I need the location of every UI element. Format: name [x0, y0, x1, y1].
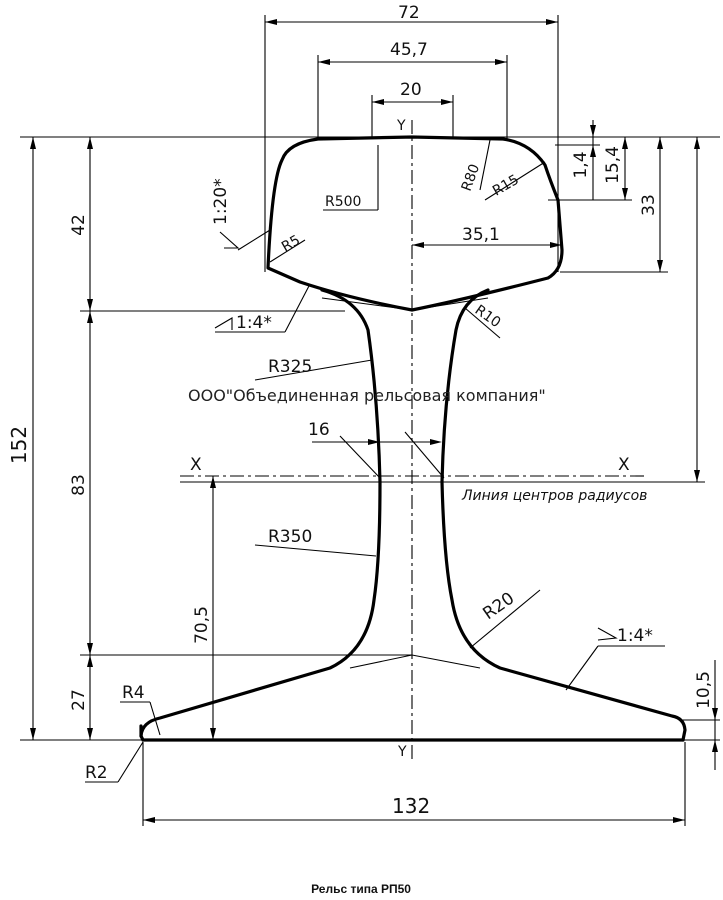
arrow — [87, 299, 93, 311]
dim-14-text: 1,4 — [571, 151, 591, 178]
dim-33-text: 33 — [639, 194, 659, 216]
radius-r2: R2 — [85, 763, 108, 783]
arrow — [694, 137, 700, 149]
arrow — [712, 740, 718, 752]
arrow — [87, 655, 93, 667]
rail-profile-outline — [266, 135, 564, 312]
drawing-caption: Рельс типа РП50 — [311, 882, 411, 896]
axis-x-left-label: X — [190, 455, 202, 475]
slope-head-underside: 1:4* — [236, 313, 272, 333]
arrow — [590, 125, 596, 137]
arrow — [368, 439, 380, 445]
dim-20-text: 20 — [400, 80, 422, 100]
radius-r350: R350 — [268, 527, 312, 547]
company-watermark: ООО"Объединенная рельсовая компания" — [188, 386, 546, 405]
slope-foot-top: 1:4* — [617, 626, 653, 646]
radius-r500: R500 — [325, 194, 361, 210]
arrow — [30, 137, 36, 149]
arrow — [657, 137, 663, 149]
dim-705-text: 70,5 — [192, 606, 212, 644]
arrow — [210, 728, 216, 740]
arrow — [657, 260, 663, 272]
radius-r15: R15 — [490, 172, 522, 200]
arrow — [441, 99, 453, 105]
arrow — [87, 728, 93, 740]
arrow — [318, 59, 330, 65]
arrow — [546, 19, 558, 25]
leader-r5 — [269, 239, 306, 263]
arrow — [712, 708, 718, 720]
radius-r5: R5 — [279, 232, 303, 255]
dim-72-text: 72 — [398, 3, 420, 23]
leader-slope-foot — [565, 645, 599, 691]
arrow — [265, 19, 277, 25]
leader-r2 — [117, 741, 144, 783]
dim-154-text: 15,4 — [603, 146, 623, 184]
note-radius-centers: Линия центров радиусов — [461, 488, 647, 504]
arrow — [372, 99, 384, 105]
axis-x-right-label: X — [618, 455, 630, 475]
axis-y-top-label: Y — [396, 118, 406, 134]
dim-83-text: 83 — [69, 474, 89, 496]
slope-head-side: 1:20* — [211, 178, 231, 225]
slope-foot-symbol — [597, 627, 618, 641]
dim-351-text: 35,1 — [462, 225, 500, 245]
arrow — [622, 137, 628, 149]
slope-underside-symbol — [214, 317, 233, 330]
arrow — [694, 470, 700, 482]
leader-slope-head-side — [237, 229, 271, 251]
arrow — [430, 439, 442, 445]
rail-web-right — [440, 288, 687, 742]
arrow — [495, 59, 507, 65]
slope-head-side-symbol — [219, 231, 240, 249]
dim-457-text: 45,7 — [390, 40, 428, 60]
web-top-chord — [321, 297, 489, 311]
leader-r10 — [464, 307, 501, 339]
dim-152-text: 152 — [7, 426, 31, 464]
arrow — [210, 476, 216, 488]
leader-r80 — [479, 139, 491, 191]
arrow — [87, 643, 93, 655]
leader-16-right — [404, 431, 445, 479]
arrow — [87, 311, 93, 323]
radius-r4: R4 — [122, 683, 145, 703]
leader-r4 — [149, 701, 161, 736]
leader-slope-underside — [284, 283, 311, 333]
foot-top-chord — [349, 654, 481, 669]
dim-27-text: 27 — [69, 689, 89, 711]
rail-web-left — [139, 288, 382, 742]
dim-16-text: 16 — [308, 420, 330, 440]
arrow — [590, 145, 596, 157]
arrow — [87, 137, 93, 149]
arrow — [622, 188, 628, 200]
radius-r325: R325 — [268, 357, 312, 377]
leader-r15 — [484, 161, 546, 201]
arrow — [143, 817, 155, 823]
arrow — [412, 242, 424, 248]
dim-105-text: 10,5 — [694, 671, 714, 709]
arrow — [673, 817, 685, 823]
dim-42-text: 42 — [69, 214, 89, 236]
dim-132-text: 132 — [392, 794, 430, 818]
arrow — [550, 242, 562, 248]
leader-r350 — [254, 544, 377, 557]
arrow — [30, 728, 36, 740]
leader-16-left — [339, 435, 381, 479]
leader-r325 — [254, 359, 373, 381]
leader-r20 — [469, 589, 541, 649]
radius-r80: R80 — [459, 162, 483, 193]
axis-y-bottom-label: Y — [397, 744, 407, 760]
radius-r20: R20 — [479, 589, 518, 625]
